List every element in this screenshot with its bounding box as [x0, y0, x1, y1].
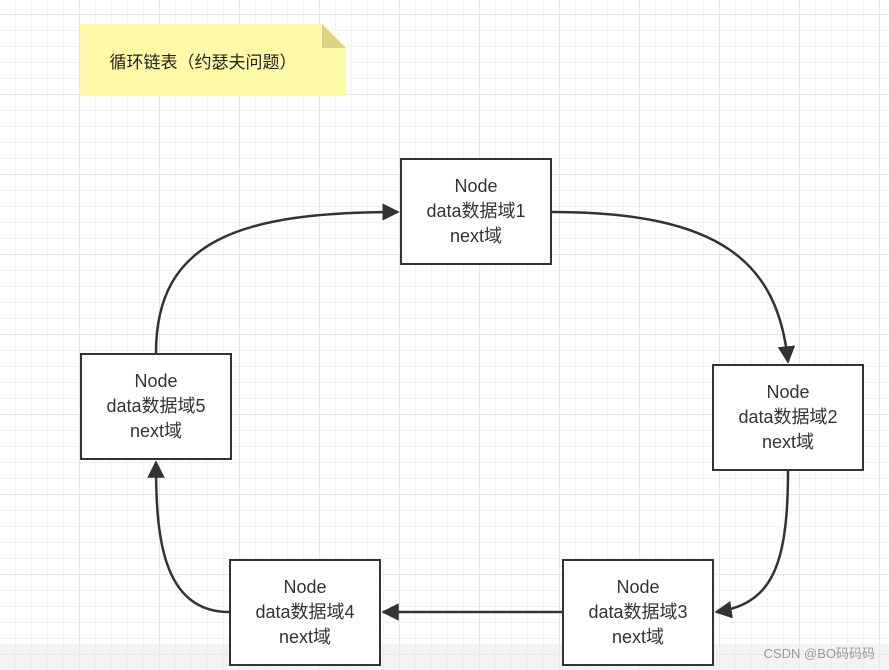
arrow-node1-to-node2[interactable] — [551, 210, 796, 364]
node-4[interactable]: Node data数据域4 next域 — [229, 559, 381, 666]
node-2[interactable]: Node data数据域2 next域 — [712, 364, 864, 471]
node-2-next-field: next域 — [761, 432, 815, 452]
node-4-data-field: data数据域4 — [255, 602, 355, 622]
node-1-title: Node — [454, 176, 498, 196]
arrow-node5-to-node1[interactable] — [154, 203, 400, 354]
node-3[interactable]: Node data数据域3 next域 — [562, 559, 714, 666]
sticky-note[interactable] — [80, 24, 346, 96]
node-4-next-field: next域 — [278, 627, 332, 647]
node-3-title: Node — [616, 577, 660, 597]
node-1-data-field: data数据域1 — [426, 201, 526, 221]
arrow-node4-to-node5[interactable] — [147, 460, 230, 614]
node-2-data-field: data数据域2 — [738, 407, 838, 427]
node-1[interactable]: Node data数据域1 next域 — [400, 158, 552, 265]
node-1-next-field: next域 — [449, 226, 503, 246]
watermark-text: CSDN @BO码码码 — [763, 646, 875, 661]
node-5-data-field: data数据域5 — [106, 396, 206, 416]
node-5-next-field: next域 — [129, 421, 183, 441]
bottom-strip — [0, 644, 889, 670]
node-5-title: Node — [134, 371, 178, 391]
node-4-title: Node — [283, 577, 327, 597]
node-3-data-field: data数据域3 — [588, 602, 688, 622]
arrow-node2-to-node3[interactable] — [714, 470, 790, 619]
node-3-next-field: next域 — [611, 627, 665, 647]
node-5[interactable]: Node data数据域5 next域 — [80, 353, 232, 460]
sticky-note-title: 循环链表（约瑟夫问题） — [109, 52, 297, 72]
node-2-title: Node — [766, 382, 810, 402]
